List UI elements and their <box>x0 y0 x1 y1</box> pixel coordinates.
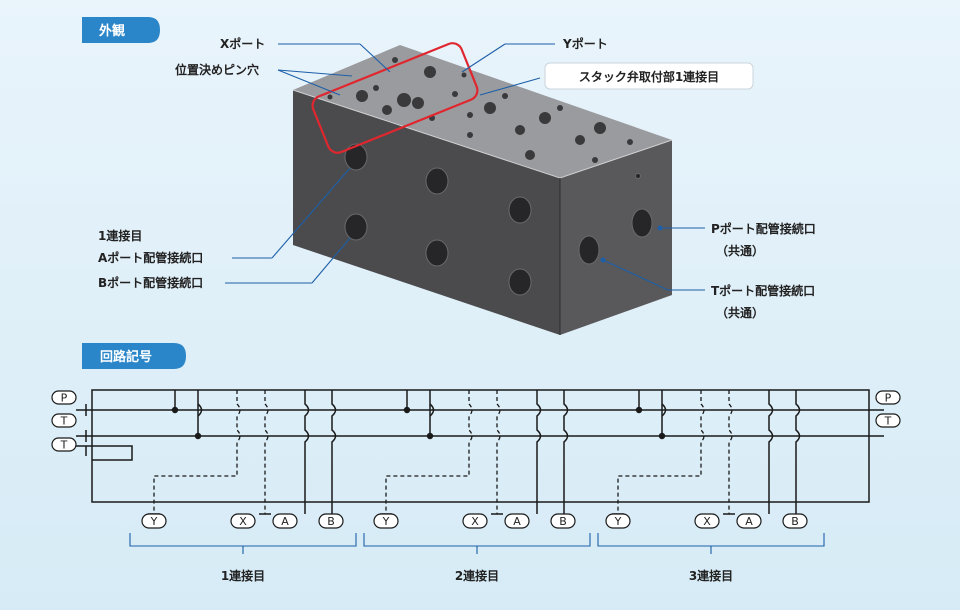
pin-hole-label: 位置決めピン穴 <box>175 62 259 77</box>
manifold-block <box>292 42 673 335</box>
stack-mount-highlight <box>311 42 479 154</box>
svg-text:P: P <box>61 392 68 405</box>
left-port-p: P <box>51 390 77 405</box>
t-port-label: Tポート配管接続口 <box>711 283 815 298</box>
station-1-port-y: Y <box>141 513 167 529</box>
p-common-label: （共通） <box>716 243 764 258</box>
circuit-diagram: Y X A B Y X A B Y X A B P T T P T 1連接目 2連接目 3連接目 <box>51 389 901 583</box>
left-port-tags: P T T <box>51 390 77 452</box>
svg-text:A: A <box>513 515 521 528</box>
x-port-label: Xポート <box>220 36 265 51</box>
front-ports <box>344 143 532 296</box>
left-port-t2: T <box>51 437 77 452</box>
stack-box-label: スタック弁取付部1連接目 <box>579 69 719 84</box>
circuit-frame <box>91 389 870 503</box>
svg-text:X: X <box>471 515 479 528</box>
svg-text:A: A <box>281 515 289 528</box>
top-face-holes <box>327 57 633 163</box>
svg-text:T: T <box>60 415 68 428</box>
svg-text:P: P <box>885 392 892 405</box>
station-3-port-a: A <box>736 513 762 529</box>
svg-text:B: B <box>791 515 799 528</box>
station-3-port-b: B <box>782 513 808 529</box>
svg-text:T: T <box>60 439 68 452</box>
callout-leaders <box>225 43 705 291</box>
circuit-tag: 回路記号 <box>82 343 186 369</box>
station-3-port-y: Y <box>605 513 631 529</box>
right-port-p: P <box>875 390 901 405</box>
a-port-label: Aポート配管接続口 <box>98 250 203 265</box>
group-3-label: 3連接目 <box>689 568 733 583</box>
station-2-port-x: X <box>462 513 488 529</box>
b-port-label: Bポート配管接続口 <box>98 275 203 290</box>
circuit-title: 回路記号 <box>100 349 152 365</box>
svg-text:T: T <box>884 415 892 428</box>
left-port-t: T <box>51 413 77 428</box>
svg-text:Y: Y <box>614 515 622 528</box>
group-brackets <box>129 533 825 554</box>
svg-text:Y: Y <box>382 515 390 528</box>
appearance-title: 外観 <box>98 23 125 39</box>
station-2-port-y: Y <box>373 513 399 529</box>
svg-text:B: B <box>559 515 567 528</box>
station-2-port-a: A <box>504 513 530 529</box>
station-1-port-b: B <box>318 513 344 529</box>
t-common-label: （共通） <box>716 305 764 320</box>
svg-text:A: A <box>745 515 753 528</box>
svg-text:X: X <box>703 515 711 528</box>
svg-text:X: X <box>239 515 247 528</box>
side-ports <box>578 173 653 265</box>
station-3-port-x: X <box>694 513 720 529</box>
block-top-face <box>293 45 672 178</box>
station-1-port-a: A <box>272 513 298 529</box>
station-1-port-x: X <box>230 513 256 529</box>
svg-text:Y: Y <box>150 515 158 528</box>
block-side-face <box>560 140 672 335</box>
t2-line <box>76 445 133 461</box>
svg-text:B: B <box>327 515 335 528</box>
y-port-label: Yポート <box>562 36 608 51</box>
station-2-port-b: B <box>550 513 576 529</box>
group-1-label: 1連接目 <box>221 568 265 583</box>
station1-label: 1連接目 <box>98 228 142 243</box>
p-port-label: Pポート配管接続口 <box>711 221 816 236</box>
right-port-tags: P T <box>875 390 901 428</box>
appearance-tag: 外観 <box>82 17 160 43</box>
stack-box: スタック弁取付部1連接目 <box>544 62 754 90</box>
right-port-t: T <box>875 413 901 428</box>
group-2-label: 2連接目 <box>455 568 499 583</box>
